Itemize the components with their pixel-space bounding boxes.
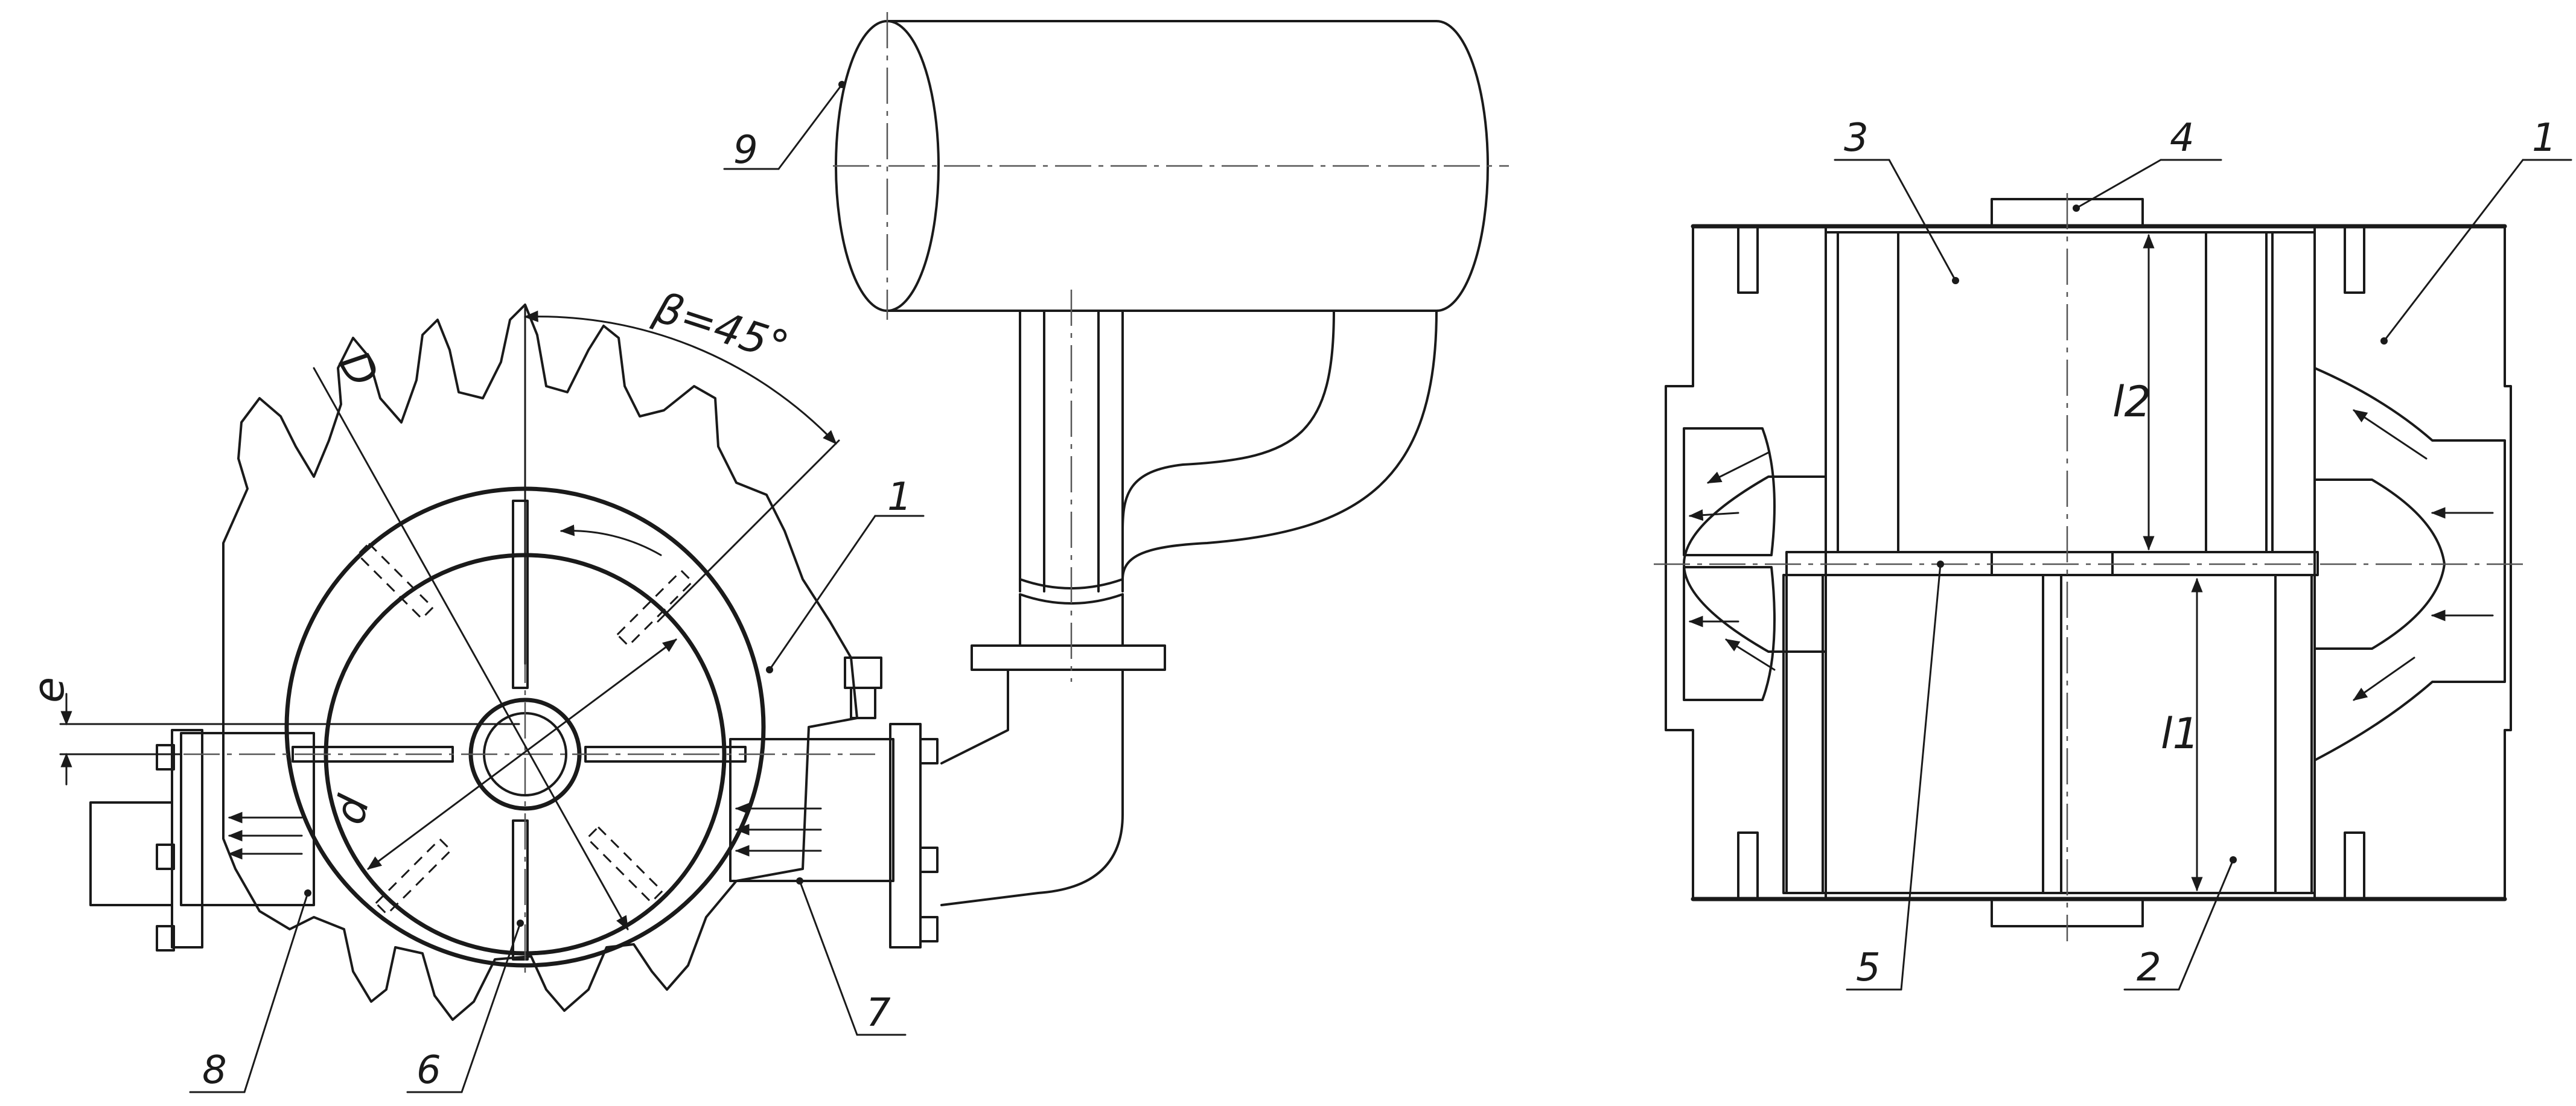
- flow-arrows-right: [1688, 409, 2494, 701]
- vane-right: [584, 746, 747, 763]
- callout-3: 3: [1834, 116, 1959, 284]
- outlet-flow-arrows: [735, 802, 822, 857]
- svg-text:8: 8: [202, 1048, 227, 1093]
- svg-text:5: 5: [1856, 946, 1881, 990]
- dim-line-D: [313, 367, 629, 931]
- right-view: l2 l1 3 4 1 5: [1654, 116, 2572, 991]
- outlet-channel: [729, 738, 894, 882]
- callout-6: 6: [406, 920, 524, 1093]
- inlet-flow-arrows: [228, 812, 303, 860]
- bolts: [1737, 225, 2365, 900]
- lower-rotor: [1782, 574, 2316, 894]
- callout-9: 9: [723, 81, 846, 173]
- svg-text:4: 4: [2170, 116, 2195, 160]
- svg-text:2: 2: [2137, 946, 2161, 990]
- dim-angle: β=45°: [523, 282, 840, 665]
- svg-text:1: 1: [887, 475, 912, 520]
- housing-left-wall: [1665, 225, 1827, 900]
- left-view: D d e β=45°: [24, 12, 1509, 1093]
- dim-d: d: [324, 790, 379, 830]
- svg-text:1: 1: [2532, 116, 2557, 160]
- svg-text:6: 6: [416, 1048, 441, 1093]
- inlet-channel: [180, 732, 315, 906]
- dim-e: e: [24, 677, 74, 703]
- dim-D: D: [329, 343, 388, 396]
- svg-text:9: 9: [733, 128, 758, 173]
- callout-1-right: 1: [2380, 116, 2572, 345]
- callout-2: 2: [2123, 856, 2237, 991]
- callout-8: 8: [189, 889, 311, 1093]
- dim-line-d: [367, 638, 677, 870]
- dim-l1: l1: [2161, 709, 2199, 758]
- callout-5: 5: [1846, 561, 1944, 991]
- dim-e-group: e: [24, 677, 520, 786]
- dim-l2: l2: [2112, 377, 2151, 427]
- callout-1-left: 1: [766, 475, 925, 673]
- left-flange: [89, 729, 203, 952]
- svg-text:3: 3: [1844, 116, 1869, 160]
- housing-right-wall: [2313, 225, 2512, 900]
- right-flange: [844, 656, 939, 949]
- housing-section: [222, 304, 858, 1021]
- receiver: [833, 12, 1509, 906]
- callout-7: 7: [796, 877, 907, 1036]
- svg-text:7: 7: [866, 991, 891, 1035]
- rotation-arrow: [560, 524, 662, 556]
- callout-4: 4: [2073, 116, 2222, 212]
